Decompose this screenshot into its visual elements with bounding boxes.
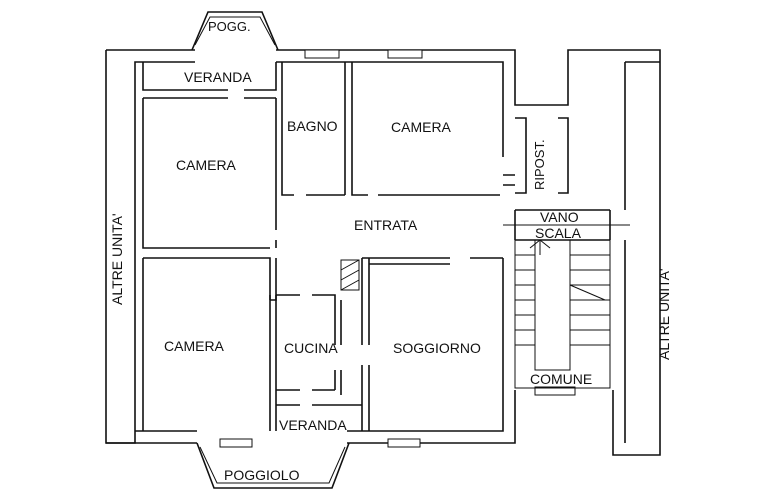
- label-altre-unita-left: ALTRE UNITA': [109, 213, 125, 305]
- windows: [219, 49, 576, 448]
- label-soggiorno: SOGGIORNO: [393, 340, 481, 356]
- bottom-balcony: [196, 442, 350, 489]
- label-ripost: RIPOST.: [532, 139, 547, 190]
- label-camera-bottom-left: CAMERA: [164, 338, 225, 354]
- label-entrata: ENTRATA: [354, 217, 418, 233]
- label-altre-unita-right: ALTRE UNITA': [656, 268, 672, 360]
- outer-walls: [105, 49, 661, 456]
- label-vano: VANO: [540, 209, 579, 225]
- label-pogg: POGG.: [208, 19, 251, 34]
- label-veranda-top: VERANDA: [184, 69, 252, 85]
- label-comune: COMUNE: [530, 371, 592, 387]
- label-camera-top-right: CAMERA: [391, 119, 452, 135]
- label-bagno: BAGNO: [287, 118, 338, 134]
- label-veranda-bottom: VERANDA: [279, 417, 347, 433]
- label-camera-top-left: CAMERA: [176, 157, 237, 173]
- label-cucina: CUCINA: [284, 340, 338, 356]
- stair-detail: [514, 239, 611, 389]
- label-poggiolo: POGGIOLO: [224, 467, 300, 483]
- label-scala: SCALA: [535, 225, 582, 241]
- top-balcony: [191, 11, 279, 51]
